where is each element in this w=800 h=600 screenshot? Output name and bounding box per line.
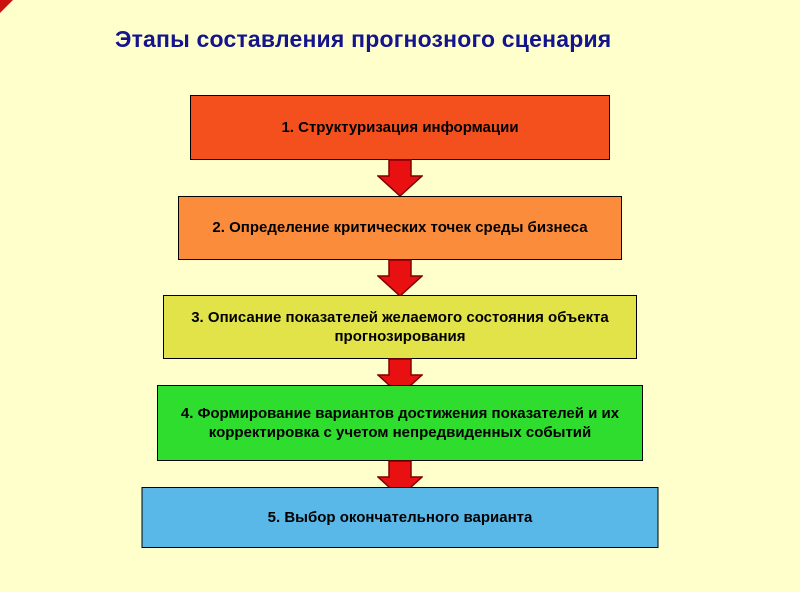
stage-box-3-label: 3. Описание показателей желаемого состоя… <box>191 308 609 346</box>
stage-box-1-label: 1. Структуризация информации <box>281 118 519 136</box>
stage-box-5-final-variant-selection: 5. Выбор окончательного варианта <box>141 487 659 548</box>
corner-accent <box>0 0 13 13</box>
stage-box-5-label: 5. Выбор окончательного варианта <box>267 508 533 526</box>
slide-bottom-strip <box>0 592 800 600</box>
stage-box-4-variant-formation: 4. Формирование вариантов достижения пок… <box>157 385 643 461</box>
slide-title: Этапы составления прогнозного сценария <box>115 26 612 52</box>
stage-box-2-label: 2. Определение критических точек среды б… <box>212 219 588 237</box>
stage-box-1-structuring-information: 1. Структуризация информации <box>190 95 610 160</box>
down-arrow-icon <box>377 159 423 197</box>
stage-box-3-desired-state-indicators: 3. Описание показателей желаемого состоя… <box>163 295 637 359</box>
down-arrow-icon <box>377 259 423 297</box>
stage-box-2-critical-points: 2. Определение критических точек среды б… <box>178 196 622 260</box>
stage-box-4-label: 4. Формирование вариантов достижения пок… <box>180 404 620 442</box>
